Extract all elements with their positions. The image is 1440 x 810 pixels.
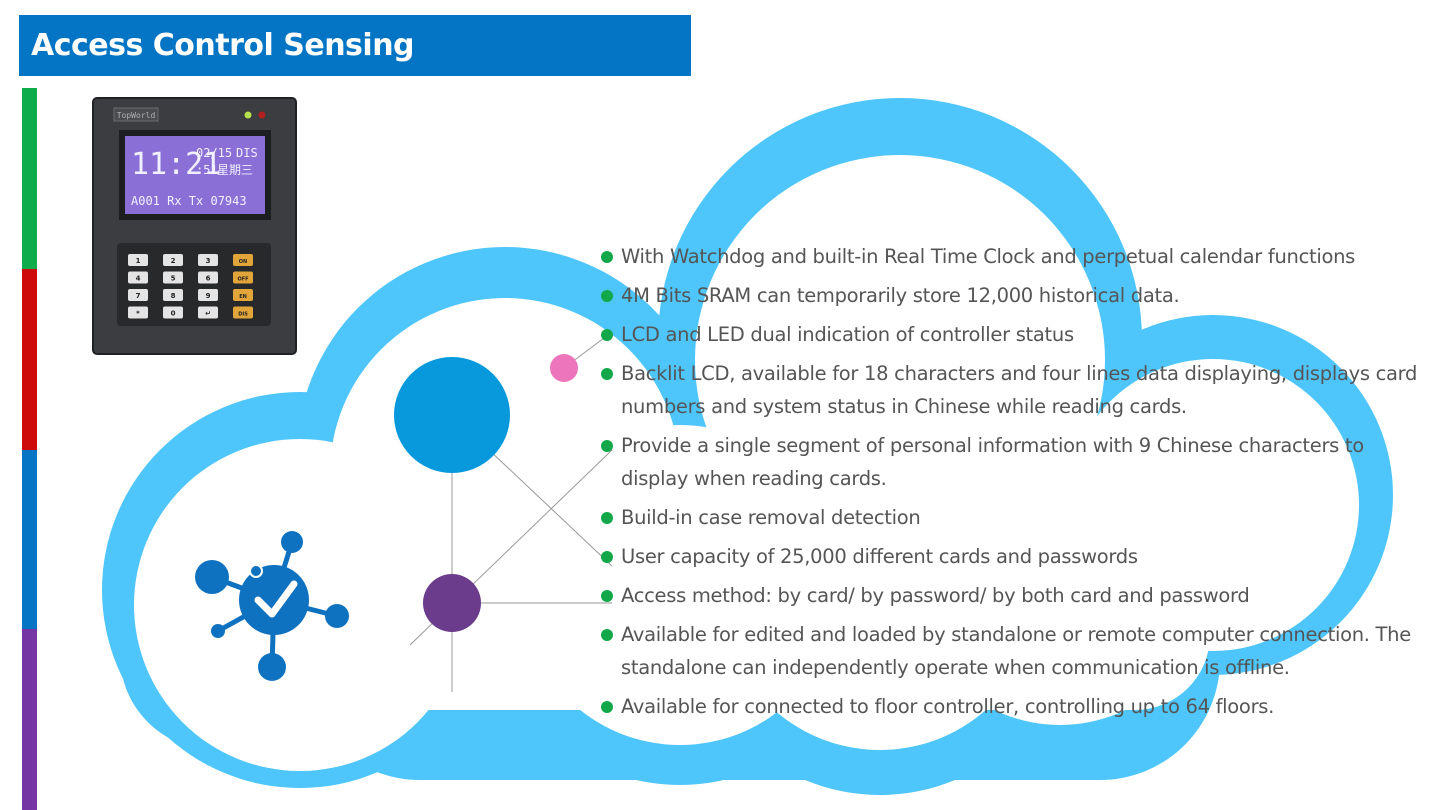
- feature-text: Provide a single segment of personal inf…: [621, 434, 1364, 490]
- keypad-key-label: 2: [171, 257, 176, 265]
- keypad-key: ↵: [198, 306, 218, 319]
- keypad-key-label: 3: [206, 257, 211, 265]
- keypad-key: DIS: [233, 306, 253, 319]
- feature-item: Build-in case removal detection: [598, 501, 1418, 534]
- keypad-key: 5: [163, 271, 183, 284]
- feature-list: With Watchdog and built-in Real Time Clo…: [598, 240, 1418, 729]
- feature-item: Access method: by card/ by password/ by …: [598, 579, 1418, 612]
- feature-text: Backlit LCD, available for 18 characters…: [621, 362, 1418, 418]
- feature-item: Available for connected to floor control…: [598, 690, 1418, 723]
- keypad-key-label: 5: [171, 275, 176, 283]
- feature-item: LCD and LED dual indication of controlle…: [598, 318, 1418, 351]
- green-dot-icon: [601, 290, 613, 302]
- keypad-key: 8: [163, 289, 183, 301]
- lcd-date: 02/15: [196, 146, 232, 160]
- side-strip-green: [22, 88, 37, 269]
- keypad-key-label: *: [136, 310, 140, 318]
- green-dot-icon: [601, 701, 613, 713]
- lcd-status-line: A001 Rx Tx 07943: [131, 194, 247, 208]
- feature-text: Available for connected to floor control…: [621, 695, 1275, 718]
- keypad-key-label: OFF: [237, 277, 248, 283]
- side-strip-blue: [22, 450, 37, 629]
- feature-item: User capacity of 25,000 different cards …: [598, 540, 1418, 573]
- side-strip-red: [22, 269, 37, 450]
- keypad-key-label: ON: [239, 259, 247, 265]
- feature-item: Backlit LCD, available for 18 characters…: [598, 357, 1418, 423]
- keypad-key: 0: [163, 306, 183, 319]
- feature-text: User capacity of 25,000 different cards …: [621, 545, 1138, 568]
- feature-text: Build-in case removal detection: [621, 506, 921, 529]
- feature-item: Provide a single segment of personal inf…: [598, 429, 1418, 495]
- keypad-key-label: 1: [136, 257, 141, 265]
- keypad-key-label: EN: [239, 294, 247, 300]
- keypad-key-label: ↵: [205, 310, 211, 318]
- feature-text: With Watchdog and built-in Real Time Clo…: [621, 245, 1356, 268]
- page-title: Access Control Sensing: [19, 15, 691, 76]
- feature-text: LCD and LED dual indication of controlle…: [621, 323, 1074, 346]
- keypad-key: 3: [198, 254, 218, 266]
- green-dot-icon: [601, 251, 613, 263]
- side-strip-purple: [22, 629, 37, 810]
- keypad-key: ON: [233, 254, 253, 266]
- green-dot-icon: [601, 368, 613, 380]
- feature-text: Access method: by card/ by password/ by …: [621, 584, 1250, 607]
- keypad-key: 4: [128, 271, 148, 284]
- keypad-key: 7: [128, 289, 148, 301]
- keypad-key: 6: [198, 271, 218, 284]
- cloud-shape: [102, 98, 1393, 795]
- keypad-key: 1: [128, 254, 148, 266]
- status-led-green: [244, 111, 252, 119]
- green-dot-icon: [601, 590, 613, 602]
- feature-item: Available for edited and loaded by stand…: [598, 618, 1418, 684]
- keypad-key: 2: [163, 254, 183, 266]
- feature-item: 4M Bits SRAM can temporarily store 12,00…: [598, 279, 1418, 312]
- keypad-key-label: 4: [136, 275, 141, 283]
- keypad-key-label: 0: [171, 310, 176, 318]
- device-keypad: 1 2 3 ON 4 5 6 OFF 7 8 9 EN * 0 ↵ DIS: [128, 254, 253, 319]
- feature-text: 4M Bits SRAM can temporarily store 12,00…: [621, 284, 1180, 307]
- keypad-key: EN: [233, 289, 253, 301]
- keypad-key-label: 7: [136, 292, 141, 300]
- large-blue-circle: [394, 357, 510, 473]
- green-dot-icon: [601, 551, 613, 563]
- device-lcd: [125, 136, 265, 214]
- keypad-key: 9: [198, 289, 218, 301]
- green-dot-icon: [601, 512, 613, 524]
- keypad-key-label: 6: [206, 275, 211, 283]
- device-brand: TopWorld: [117, 111, 156, 120]
- lcd-weekday: 星期三: [217, 163, 253, 177]
- green-dot-icon: [601, 440, 613, 452]
- access-controller-image: TopWorld 11:21 02/15 DIS :51 星期三 A001 Rx…: [92, 97, 297, 355]
- status-led-red: [258, 111, 266, 119]
- keypad-key: OFF: [233, 271, 253, 284]
- green-dot-icon: [601, 329, 613, 341]
- feature-item: With Watchdog and built-in Real Time Clo…: [598, 240, 1418, 273]
- keypad-key-label: 8: [171, 292, 176, 300]
- green-dot-icon: [601, 629, 613, 641]
- keypad-key: *: [128, 306, 148, 319]
- keypad-key-label: 9: [206, 292, 211, 300]
- lcd-seconds: :51: [196, 163, 218, 177]
- lcd-mode: DIS: [236, 146, 258, 160]
- feature-text: Available for edited and loaded by stand…: [621, 623, 1411, 679]
- pink-circle: [550, 354, 578, 382]
- network-check-icon: [195, 531, 349, 681]
- keypad-key-label: DIS: [238, 312, 248, 318]
- lcd-time: 11:21: [131, 147, 221, 182]
- purple-circle: [423, 574, 481, 632]
